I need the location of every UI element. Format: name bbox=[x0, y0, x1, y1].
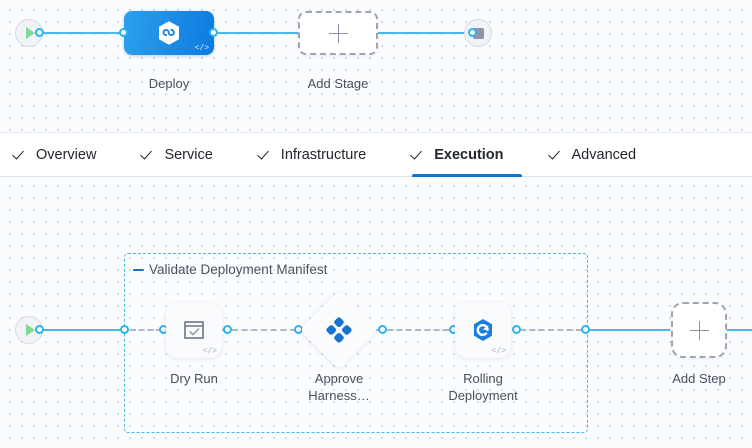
approval-card[interactable] bbox=[299, 290, 379, 370]
tab-label: Infrastructure bbox=[280, 146, 367, 163]
code-glyph-icon: </> bbox=[194, 44, 209, 53]
tab-service[interactable]: Service bbox=[142, 133, 230, 176]
port-group-out[interactable] bbox=[581, 325, 590, 334]
stop-icon bbox=[472, 27, 484, 39]
tab-execution[interactable]: Execution bbox=[412, 133, 522, 177]
port-end-in[interactable] bbox=[468, 28, 477, 37]
step-label-approve: Approve Harness… bbox=[308, 371, 370, 403]
rolling-hexagon-icon bbox=[474, 319, 492, 341]
check-icon bbox=[142, 148, 155, 161]
step-label-rolling-deployment: Rolling Deployment bbox=[448, 371, 518, 403]
edge-addstep-out bbox=[727, 329, 752, 331]
edge-rolling-to-groupout-dashed bbox=[520, 329, 582, 331]
edge-deploy-to-addstage bbox=[218, 32, 302, 34]
port-approve-out[interactable] bbox=[378, 325, 387, 334]
tab-label: Execution bbox=[434, 146, 504, 163]
play-icon bbox=[26, 324, 35, 336]
stage-label-deploy: Deploy bbox=[148, 76, 190, 91]
step-node-dry-run[interactable]: </> bbox=[166, 302, 222, 358]
add-stage-button[interactable] bbox=[298, 11, 378, 55]
approval-icon-wrap bbox=[326, 317, 352, 343]
check-icon bbox=[259, 148, 272, 161]
edge-addstage-to-end bbox=[376, 32, 474, 34]
tab-infrastructure[interactable]: Infrastructure bbox=[259, 133, 384, 176]
step-card[interactable]: </> bbox=[166, 302, 222, 358]
port-deploy-out[interactable] bbox=[209, 28, 218, 37]
tab-label: Overview bbox=[36, 146, 97, 163]
add-step-button[interactable] bbox=[671, 302, 727, 358]
port-deploy-in[interactable] bbox=[119, 28, 128, 37]
edge-dryrun-to-approve-dashed bbox=[232, 329, 296, 331]
plus-icon bbox=[689, 320, 709, 340]
edge-group-in-dashed bbox=[130, 329, 162, 331]
step-node-approve[interactable] bbox=[299, 290, 379, 370]
check-icon bbox=[14, 148, 27, 161]
port-dryrun-out[interactable] bbox=[223, 325, 232, 334]
step-group-label: Validate Deployment Manifest bbox=[149, 262, 328, 277]
step-node-rolling-deployment[interactable]: </> bbox=[455, 302, 511, 358]
add-step-label: Add Step bbox=[672, 371, 726, 386]
stage-node-deploy[interactable]: </> bbox=[124, 11, 214, 55]
port-group-in[interactable] bbox=[120, 325, 129, 334]
window-check-icon bbox=[184, 321, 204, 339]
edge-approve-to-rolling-dashed bbox=[387, 329, 449, 331]
check-icon bbox=[550, 148, 563, 161]
execution-canvas[interactable]: Validate Deployment Manifest bbox=[0, 177, 752, 448]
add-step-node[interactable] bbox=[671, 302, 727, 358]
edge-start-to-deploy bbox=[38, 32, 130, 34]
add-stage-node[interactable] bbox=[298, 11, 378, 55]
stage-card[interactable]: </> bbox=[124, 11, 214, 55]
port-exec-start-out[interactable] bbox=[35, 325, 44, 334]
stage-canvas[interactable]: </> Deploy Add Stage bbox=[0, 0, 752, 132]
tab-overview[interactable]: Overview bbox=[14, 133, 114, 176]
add-stage-label: Add Stage bbox=[307, 76, 369, 91]
tab-label: Service bbox=[164, 146, 213, 163]
harness-hexagon-icon bbox=[159, 21, 179, 45]
approval-diamond-icon bbox=[326, 317, 352, 343]
code-glyph-icon: </> bbox=[491, 347, 506, 356]
edge-group-to-addstep bbox=[588, 329, 670, 331]
step-group-header[interactable]: Validate Deployment Manifest bbox=[133, 262, 327, 277]
port-start-out[interactable] bbox=[35, 28, 44, 37]
step-label-dry-run: Dry Run bbox=[170, 371, 218, 386]
tab-advanced[interactable]: Advanced bbox=[550, 133, 655, 176]
minus-icon[interactable] bbox=[133, 268, 144, 271]
check-icon bbox=[412, 148, 425, 161]
tab-label: Advanced bbox=[571, 146, 637, 163]
step-card[interactable]: </> bbox=[455, 302, 511, 358]
tab-underline bbox=[412, 174, 522, 177]
port-rolling-out[interactable] bbox=[512, 325, 521, 334]
code-glyph-icon: </> bbox=[202, 347, 217, 356]
play-icon bbox=[26, 27, 35, 39]
stage-tabs[interactable]: Overview Service Infrastructure Executio… bbox=[0, 132, 752, 177]
edge-start-to-group bbox=[38, 329, 126, 331]
plus-icon bbox=[328, 23, 348, 43]
